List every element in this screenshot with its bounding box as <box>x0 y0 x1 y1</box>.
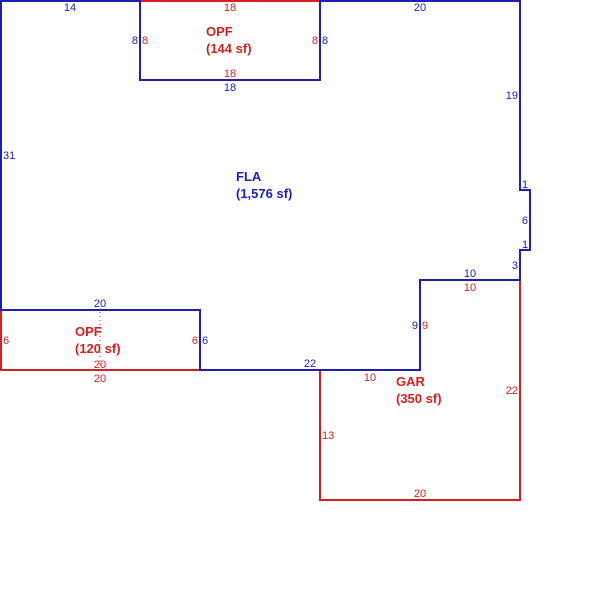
dim-fla-opf-top-bottom: 18 <box>224 82 236 94</box>
dim-fla-opf-left-side: 6 <box>202 335 208 347</box>
fla-area: (1,576 sf) <box>236 186 292 201</box>
dim-gar-top: 10 <box>464 282 476 294</box>
dim-fla-top-right: 20 <box>414 2 426 14</box>
gar-area: (350 sf) <box>396 391 442 406</box>
opf-left-label: OPF <box>75 324 102 339</box>
annex-dimension-labels: 18 8 8 18 6 6 20 20 10 9 22 10 13 20 <box>3 2 518 500</box>
annex-outlines <box>0 0 521 501</box>
dim-opf-top-left: 8 <box>142 35 148 47</box>
dim-gar-top-left: 10 <box>364 372 376 384</box>
dim-gar-right: 22 <box>506 385 518 397</box>
dim-fla-top-left: 14 <box>64 2 76 14</box>
dim-fla-jog-bottom: 1 <box>522 239 528 251</box>
dim-gar-left: 13 <box>322 430 334 442</box>
dim-fla-right-upper: 19 <box>506 90 518 102</box>
dim-opf-top-bottom: 18 <box>224 68 236 80</box>
dim-fla-bottom: 22 <box>304 358 316 370</box>
fla-outline <box>0 0 531 371</box>
dim-fla-opf-left-top: 20 <box>94 298 106 310</box>
dim-opf-left-left: 6 <box>3 335 9 347</box>
dim-opf-top-top: 18 <box>224 2 236 14</box>
dim-fla-opf-top-right: 8 <box>322 35 328 47</box>
opf-top-area: (144 sf) <box>206 41 252 56</box>
dim-gar-bottom: 20 <box>414 488 426 500</box>
dim-fla-jog-top: 1 <box>522 179 528 191</box>
dim-gar-left-upper: 9 <box>422 320 428 332</box>
dim-opf-left-bottom: 20 <box>94 373 106 385</box>
dim-fla-jog-side: 6 <box>522 215 528 227</box>
dim-fla-notch-side: 9 <box>412 320 418 332</box>
fla-dimension-labels: 14 20 31 19 1 6 1 3 10 9 22 20 6 8 8 18 <box>3 2 528 370</box>
dim-opf-left-right: 6 <box>192 335 198 347</box>
dim-opf-top-right: 8 <box>312 35 318 47</box>
dim-fla-right-lower: 3 <box>512 260 518 272</box>
gar-label: GAR <box>396 374 426 389</box>
area-labels: FLA (1,576 sf) OPF (144 sf) OPF (120 sf)… <box>75 24 442 406</box>
dim-fla-left: 31 <box>3 150 15 162</box>
opf-left-area: (120 sf) <box>75 341 121 356</box>
dim-fla-notch-top: 10 <box>464 268 476 280</box>
fla-label: FLA <box>236 169 262 184</box>
dim-opf-left-bottom-inner: 20 <box>94 359 106 371</box>
dim-fla-opf-top-left: 8 <box>132 35 138 47</box>
opf-top-label: OPF <box>206 24 233 39</box>
